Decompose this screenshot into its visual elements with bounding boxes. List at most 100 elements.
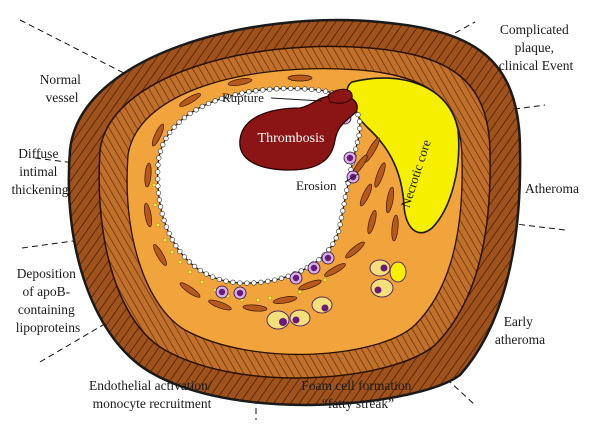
endothelial-cell	[274, 86, 280, 92]
endothelial-cell	[232, 92, 238, 98]
label-atheroma: Atheroma	[525, 181, 579, 196]
endothelial-cell	[163, 135, 169, 142]
endothelial-cell	[181, 114, 188, 121]
erosion-pointer	[344, 173, 359, 183]
endothelial-cell	[157, 148, 164, 154]
endothelial-cell	[267, 86, 273, 92]
endothelial-cell	[167, 129, 173, 136]
label-complicated-plaque: Complicated plaque, clinical Event	[499, 22, 574, 73]
foam-cells	[266, 259, 407, 330]
rupture-pointer	[270, 97, 323, 102]
endothelial-cell	[166, 230, 172, 237]
endothelial-cell	[353, 146, 359, 152]
smooth-muscle-cells	[144, 74, 399, 312]
endothelial-cell	[155, 176, 161, 182]
endothelial-cell	[155, 190, 162, 196]
endothelial-cell	[316, 257, 322, 263]
endothelial-cell	[344, 187, 350, 193]
endothelial-cell	[330, 241, 336, 247]
endothelial-cell	[181, 254, 188, 260]
endothelial-cell	[333, 235, 339, 241]
monocyte	[215, 285, 229, 299]
endothelial-cell	[176, 119, 182, 125]
endothelial-cell	[354, 139, 361, 145]
endothelial-cell	[322, 88, 329, 94]
endothelial-cell	[237, 280, 243, 286]
endothelial-cell	[177, 248, 183, 255]
foam-cell	[370, 278, 394, 298]
endothelial-cell	[210, 274, 216, 280]
endothelial-cell	[246, 89, 252, 95]
foam-cell	[389, 261, 407, 283]
endothelial-cell	[341, 201, 347, 207]
endothelial-cell	[199, 103, 205, 110]
endothelial-cell	[212, 98, 218, 104]
endothelial-cell	[186, 259, 192, 265]
foam-cell	[311, 296, 333, 314]
label-early-atheroma: Early atheroma	[495, 314, 545, 347]
monocyte	[233, 286, 247, 300]
endothelial-cell	[342, 194, 349, 200]
endothelial-cell	[169, 237, 175, 243]
endothelial-cell	[205, 100, 212, 107]
endothelial-cell	[340, 208, 346, 214]
rupture-site	[327, 88, 353, 104]
endothelial-cell	[356, 132, 362, 139]
endothelial-cell	[316, 87, 322, 93]
endothelial-cell	[244, 280, 250, 286]
endothelial-cell	[298, 268, 304, 274]
rupture-label: Rupture	[222, 90, 264, 105]
endothelial-cell	[155, 183, 161, 189]
endothelial-cell	[288, 85, 294, 92]
endothelial-cell	[203, 271, 209, 277]
endothelial-cell	[187, 110, 193, 117]
endothelial-cell	[302, 86, 308, 92]
endothelial-cell	[278, 275, 285, 281]
label-diffuse-intimal-thickening: Diffuse intimal thickening	[12, 146, 69, 197]
endothelial-cell	[337, 221, 343, 228]
endothelial-cell	[171, 124, 177, 130]
endothelial-cell	[265, 278, 271, 284]
endothelial-cell	[253, 88, 259, 94]
endothelial-cell	[355, 112, 361, 118]
endothelial-cell	[173, 243, 179, 249]
necrotic-core	[346, 77, 460, 234]
monocyte	[343, 151, 357, 165]
endothelial-cell	[309, 86, 315, 93]
endothelial-cell	[156, 155, 162, 161]
erosion-label: Erosion	[296, 178, 337, 193]
foam-cell	[266, 310, 290, 330]
endothelial-cell	[155, 162, 161, 168]
thrombus	[239, 94, 358, 171]
endothelial-cell	[193, 107, 199, 113]
foam-cell	[369, 259, 391, 277]
endothelial-cell	[295, 85, 301, 92]
endothelial-cell	[159, 211, 165, 217]
endothelial-cell	[163, 224, 170, 230]
endothelial-cell	[219, 95, 225, 102]
endothelial-cell	[157, 204, 164, 210]
monocyte	[321, 251, 335, 265]
monocyte	[289, 271, 303, 285]
endothelial-cell	[216, 276, 222, 283]
lipoprotein-particles	[151, 182, 328, 303]
endothelial-cell	[156, 197, 163, 203]
endothelial-cell	[197, 267, 203, 274]
foam-cell	[289, 309, 311, 327]
endothelial-cell	[230, 279, 236, 285]
endothelial-cell	[335, 228, 342, 235]
monocyte	[307, 261, 321, 275]
endothelial-cell	[160, 142, 166, 148]
thrombosis-label: Thrombosis	[258, 131, 325, 146]
endothelial-cell	[281, 85, 287, 92]
endothelial-cell	[326, 247, 332, 253]
endothelial-cell	[225, 93, 232, 100]
endothelial-cell	[239, 90, 245, 96]
label-normal-vessel: Normal vessel	[40, 72, 85, 105]
label-foam-cell-formation: Foam cell formation “fatty streak”	[301, 378, 415, 411]
endothelial-cell	[191, 263, 198, 270]
endothelial-cell	[251, 280, 257, 286]
endothelial-cell	[155, 169, 161, 175]
